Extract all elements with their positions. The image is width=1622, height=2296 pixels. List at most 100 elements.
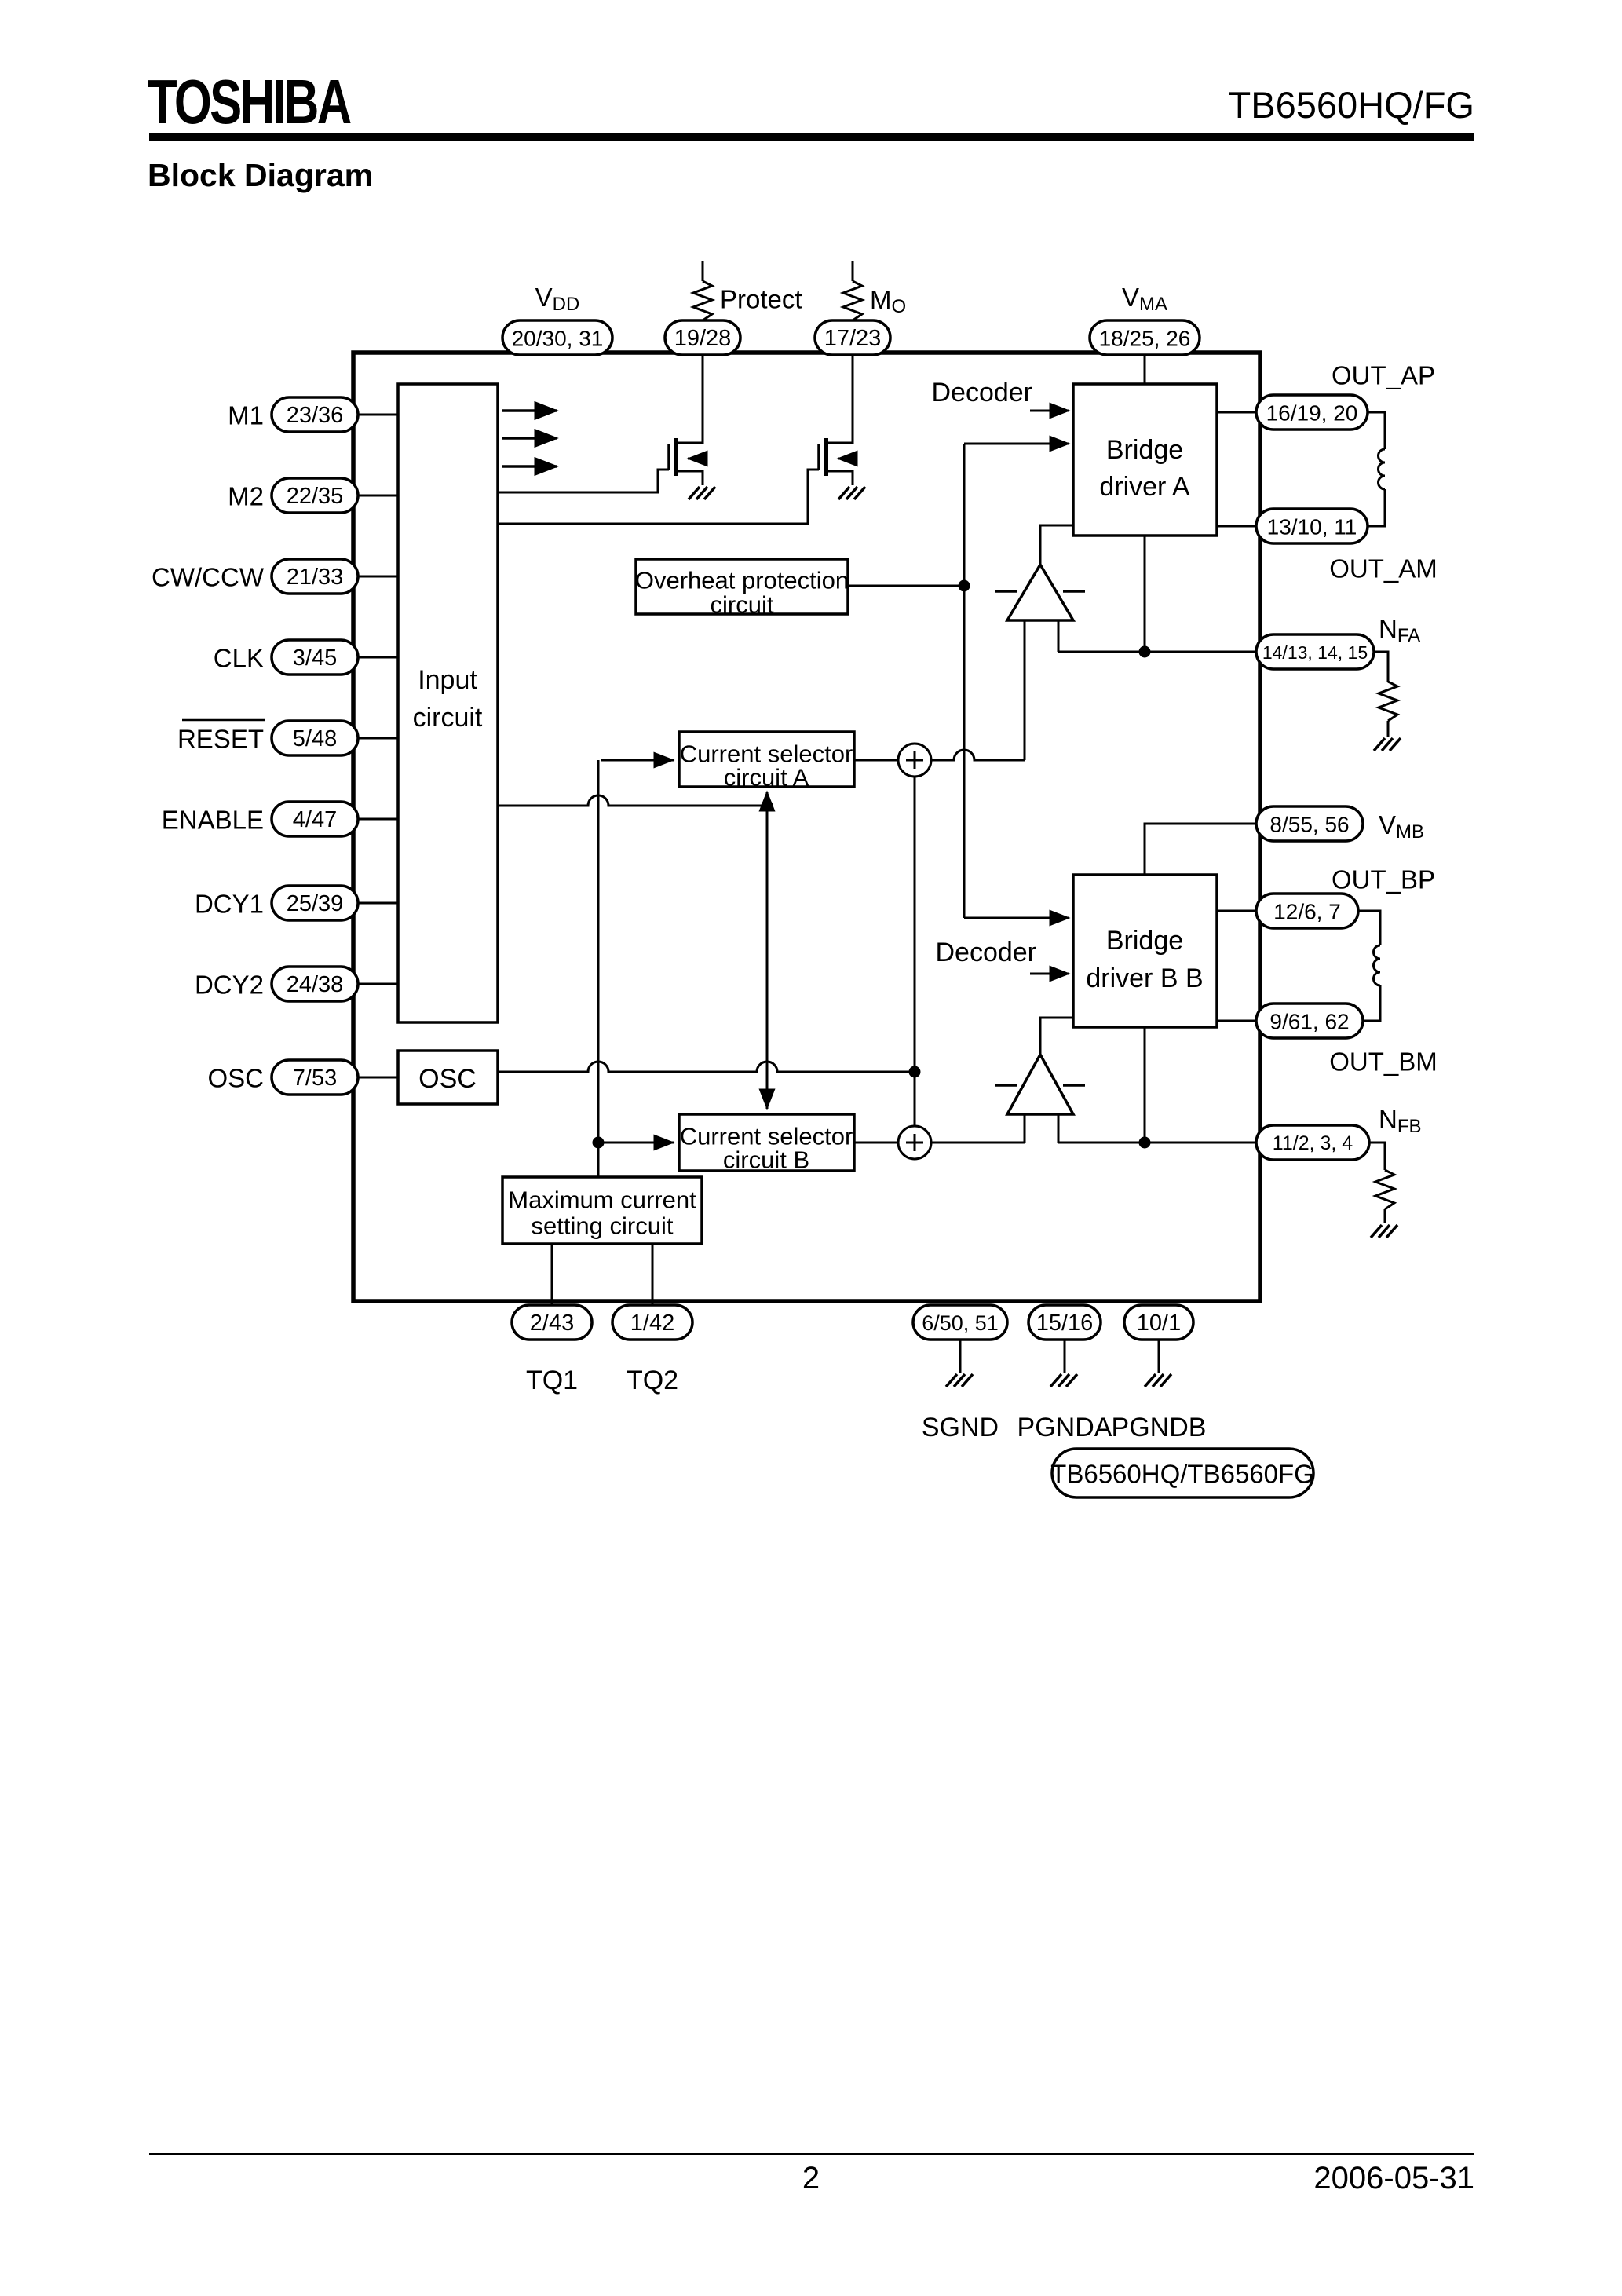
input-circuit-label2: circuit (413, 703, 483, 733)
gate-buses (497, 468, 819, 525)
pin-number: 22/35 (287, 484, 344, 509)
junction-dot (592, 1136, 605, 1149)
pin-pill-mo (813, 319, 892, 356)
nfa-resistor-icon (1377, 680, 1399, 722)
arrow-wires (502, 400, 1071, 1151)
pin-pill-m1 (270, 396, 360, 433)
pin-label-pgndb: PGNDB (1112, 1413, 1207, 1442)
pin-label-outap: OUT_AP (1332, 361, 1435, 390)
pin-pill-m2 (270, 477, 360, 514)
coil-b-inductor-icon (1372, 944, 1382, 987)
left-pin-wires (358, 413, 398, 1079)
pin-label-sgnd: SGND (922, 1413, 999, 1442)
pin-number: 18/25, 26 (1099, 327, 1191, 351)
pin-label-vdd: VDD (535, 283, 580, 315)
pin-label-pgnda: PGNDA (1017, 1413, 1112, 1442)
protect-resistor-icon (692, 280, 714, 322)
pin-pill-tq1 (510, 1303, 594, 1341)
decoder-b-label: Decoder (935, 938, 1036, 967)
pin-number: 11/2, 3, 4 (1273, 1132, 1353, 1154)
mosfet-b-ground-icon (837, 485, 867, 501)
input-circuit-label: Input (418, 665, 477, 695)
overheat-label: Overheat protection (635, 567, 849, 594)
pin-label-vma: VMA (1122, 283, 1167, 315)
junction-dot (908, 1066, 921, 1078)
pin-pill-vmb (1255, 805, 1364, 843)
max-current-box (501, 1175, 703, 1245)
bridge-a-label: Bridge (1106, 435, 1183, 465)
pin-number: 6/50, 51 (922, 1311, 999, 1335)
pin-labels: M1 M2 CW/CCW CLK RESET ENABLE DCY1 DCY2 … (152, 283, 1438, 1443)
junction-dots (592, 579, 1151, 1149)
pin-number: 13/10, 11 (1267, 515, 1357, 539)
pin-number: 24/38 (287, 972, 344, 997)
pin-number: 4/47 (293, 807, 337, 832)
sense-resistor-wires (1369, 650, 1390, 1223)
chip-name-pill: TB6560HQ/TB6560FG (1050, 1447, 1315, 1499)
pin-pill-pgnda (1027, 1303, 1102, 1341)
comparator-b-icon (1005, 1051, 1076, 1116)
chip-name-pill-box (1050, 1447, 1315, 1499)
pin-number: 17/23 (824, 326, 882, 351)
pin-label-mo: MO (870, 285, 906, 317)
comparator-wires (1023, 524, 1073, 1143)
osc-label: OSC (418, 1064, 477, 1094)
overheat-label2: circuit (711, 591, 774, 619)
sum-junction-a-icon (897, 742, 933, 778)
sgnd-ground-icon (944, 1373, 974, 1388)
pin-label-dcy2: DCY2 (195, 971, 264, 1000)
pin-label-osc: OSC (207, 1064, 264, 1093)
coil-a-inductor-icon (1377, 448, 1386, 491)
pin-pill-protect (663, 319, 742, 356)
pin-label-reset: RESET (177, 725, 264, 754)
bridge-b-label: Bridge (1106, 926, 1183, 956)
current-selector-a-label: Current selector (680, 740, 853, 768)
motor-coil-wires (1358, 411, 1386, 1022)
nfb-ground-icon (1369, 1223, 1399, 1239)
decoder-a-label: Decoder (931, 378, 1032, 408)
junction-dot (1138, 1136, 1151, 1149)
pin-label-dcy1: DCY1 (195, 890, 264, 919)
pin-number: 9/61, 62 (1269, 1010, 1349, 1034)
chip-name-label: TB6560HQ/TB6560FG (1050, 1460, 1314, 1489)
pin-pill-dcy2 (270, 965, 360, 1003)
footer-rule (149, 2153, 1474, 2155)
header-rule (149, 133, 1474, 141)
pin-pill-outbm (1255, 1002, 1364, 1040)
pin-numbers: 23/36 22/35 21/33 3/45 5/48 4/47 25/39 2… (287, 326, 1368, 1336)
pin-label-cwccw: CW/CCW (152, 563, 265, 592)
pin-number: 12/6, 7 (1273, 900, 1341, 924)
pin-pill-enable (270, 800, 360, 838)
mosfet-a-ground-icon (687, 485, 717, 501)
mo-resistor-icon (842, 280, 864, 322)
pin-number: 5/48 (293, 726, 337, 751)
pin-number: 16/19, 20 (1266, 401, 1358, 426)
osc-line-hops (497, 1060, 915, 1073)
pin-label-clk: CLK (214, 644, 264, 673)
vma-vmb-wires (1143, 355, 1260, 875)
pin-number: 14/13, 14, 15 (1262, 642, 1368, 663)
sum-junctions (897, 742, 933, 1161)
pin-number: 2/43 (530, 1311, 574, 1336)
sum-junction-b-plus (906, 1134, 923, 1151)
pin-number: 23/36 (287, 403, 344, 428)
pin-pill-clk (270, 638, 360, 676)
pgndb-ground-icon (1143, 1373, 1173, 1388)
block-labels: Input circuit OSC Overheat protection ci… (413, 378, 1204, 1240)
pin-label-nfb: NFB (1379, 1105, 1422, 1137)
pin-label-vmb: VMB (1379, 810, 1424, 843)
pin-pill-tq2 (611, 1303, 694, 1341)
junction-dot (958, 579, 970, 592)
pin-number: 1/42 (630, 1311, 674, 1336)
pin-label-enable: ENABLE (162, 806, 264, 835)
selector-output-wires (854, 759, 898, 1144)
pin-number: 20/30, 31 (512, 327, 604, 351)
current-data-line-hop (497, 794, 767, 807)
sum-junction-b-icon (897, 1124, 933, 1161)
pin-pill-dcy1 (270, 884, 360, 922)
pin-pill-vdd (501, 319, 614, 356)
part-number: TB6560HQ/FG (1228, 84, 1474, 126)
pin-label-outbp: OUT_BP (1332, 865, 1435, 894)
mosfet-icons (667, 438, 828, 476)
pin-pill-vma (1088, 319, 1201, 356)
